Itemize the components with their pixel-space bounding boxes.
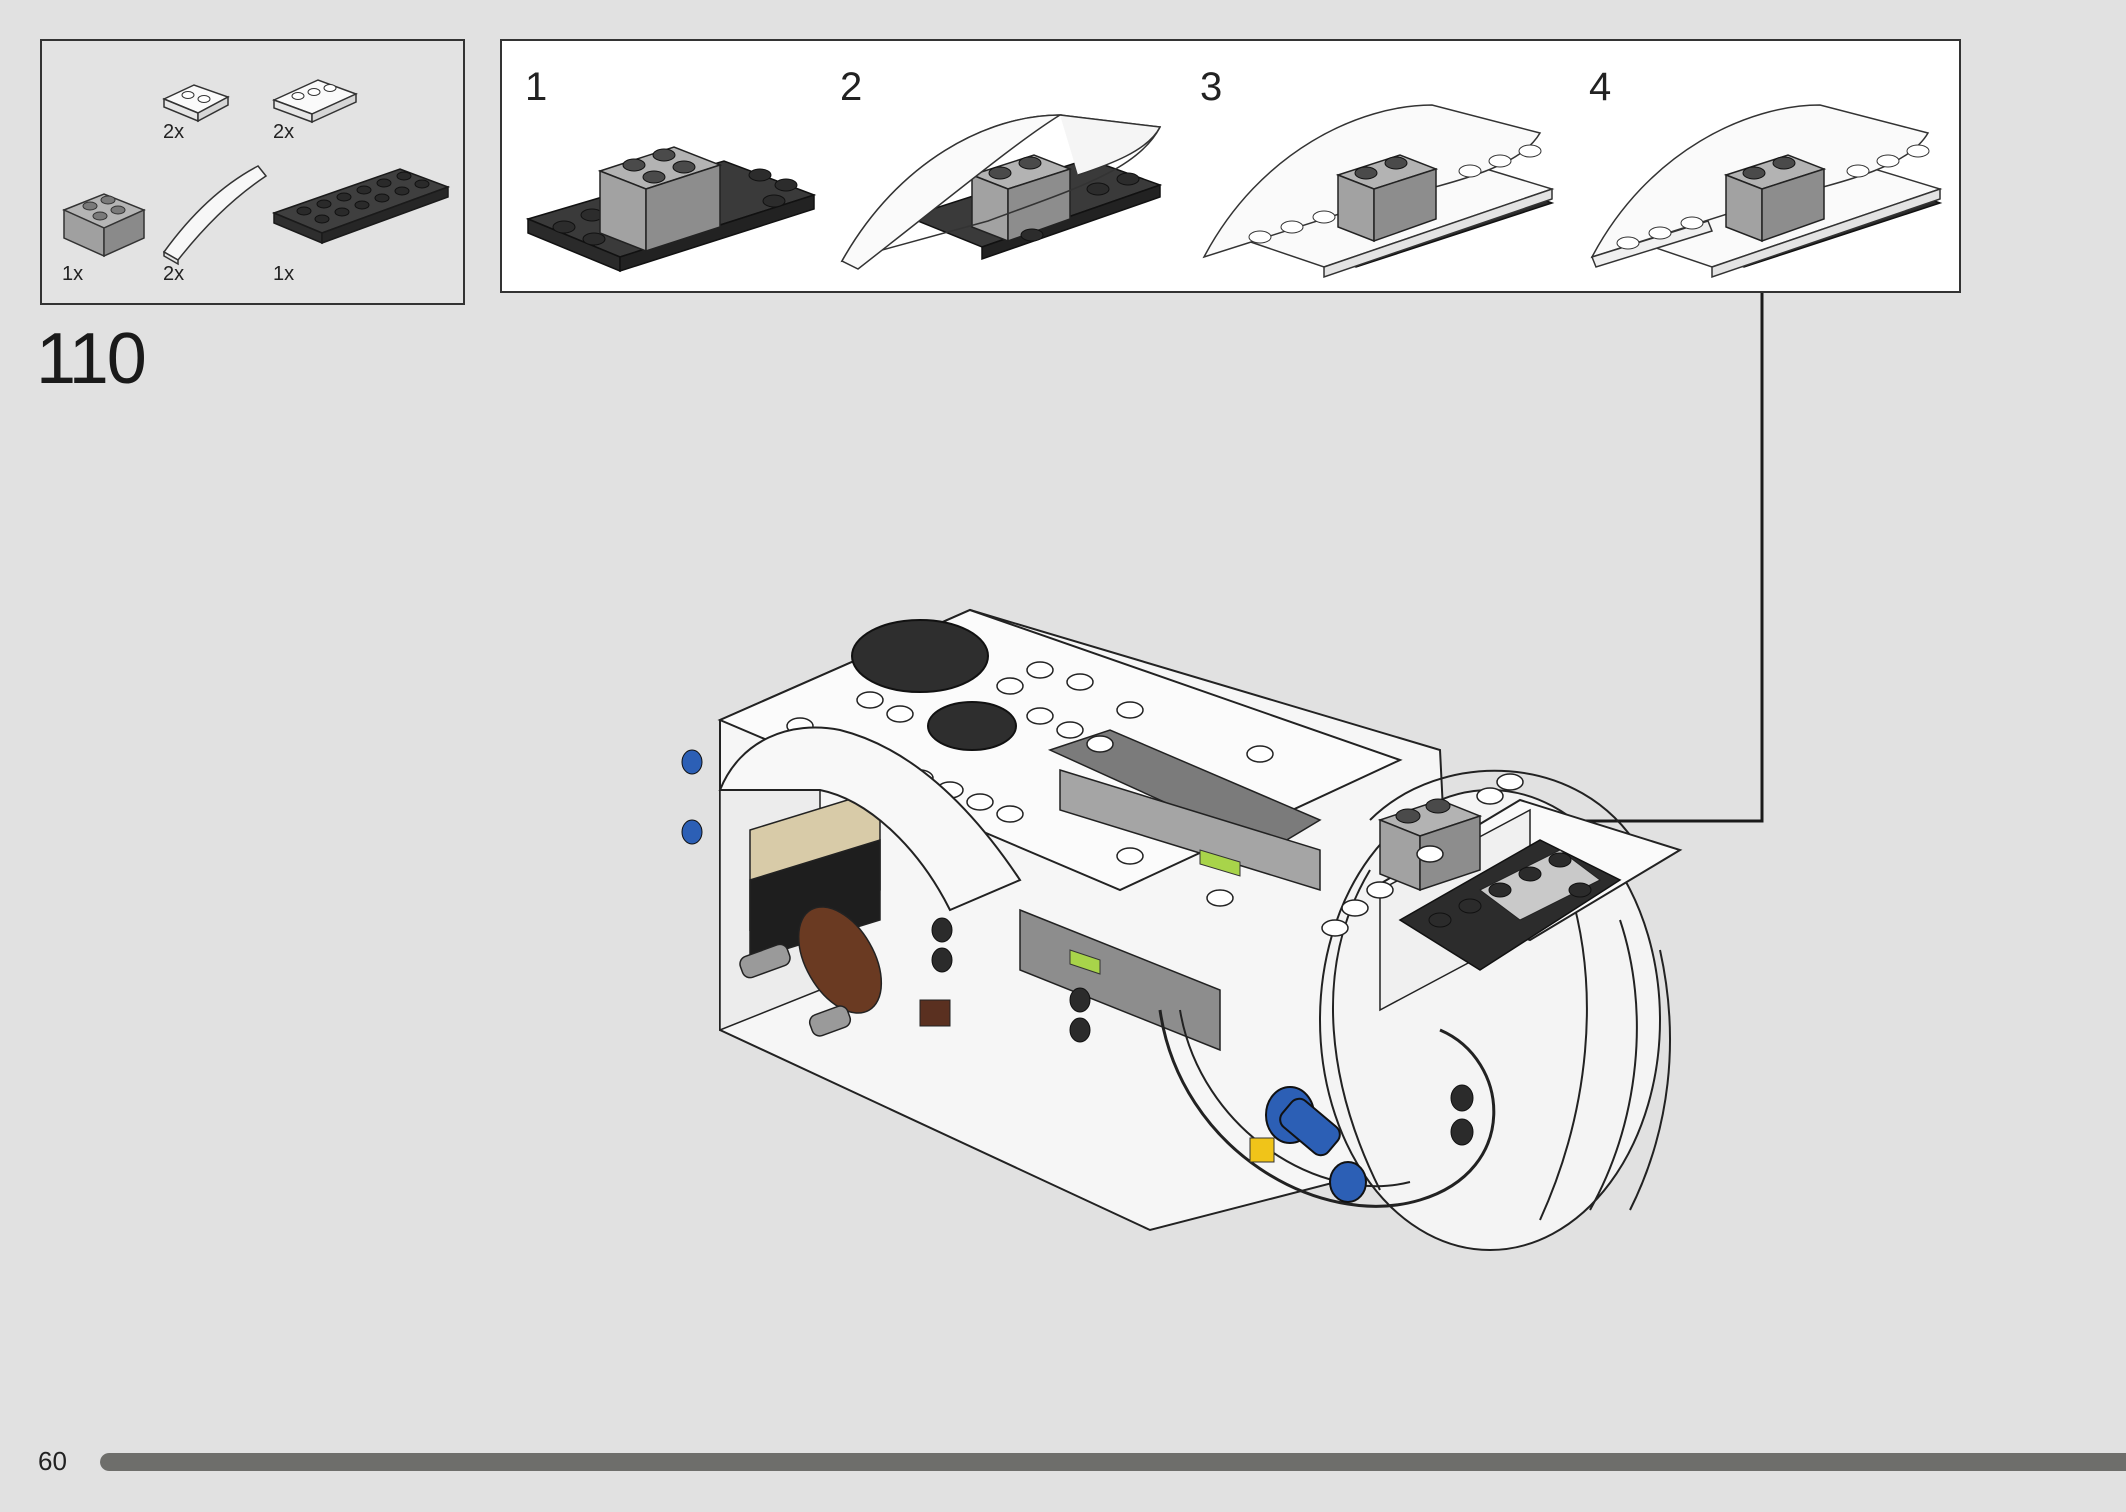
- parts-list-callout: 2x 2x 1x 2x 1x: [40, 39, 465, 305]
- progress-bar-fill: [100, 1453, 2126, 1471]
- white-plate-1x2-icon: [162, 84, 230, 123]
- grey-brick-2x2-icon: [62, 193, 146, 258]
- part-qty: 2x: [163, 121, 185, 143]
- substep-2-illustration: [840, 114, 1163, 270]
- black-plate-2x6-icon: [271, 168, 451, 245]
- substep-1-illustration: [525, 146, 817, 273]
- part-qty: 1x: [62, 263, 84, 285]
- page-number: 60: [38, 1446, 67, 1476]
- sub-assembly-callout: 1 2 3 4: [500, 39, 1961, 293]
- substep-number: 4: [1589, 65, 1612, 109]
- part-qty: 2x: [273, 121, 295, 143]
- substep-number: 3: [1200, 65, 1223, 109]
- substep-number: 1: [525, 65, 548, 109]
- white-curved-slope-icon: [162, 165, 268, 266]
- step-number: 110: [36, 319, 147, 399]
- progress-bar: [100, 1453, 2126, 1471]
- part-qty: 1x: [273, 263, 295, 285]
- main-model-illustration: [681, 608, 1683, 1251]
- part-qty: 2x: [163, 263, 185, 285]
- substep-number: 2: [840, 65, 863, 109]
- substep-3-illustration: [1202, 104, 1555, 279]
- substep-4-illustration: [1590, 104, 1943, 279]
- white-plate-1x3-icon: [272, 79, 358, 124]
